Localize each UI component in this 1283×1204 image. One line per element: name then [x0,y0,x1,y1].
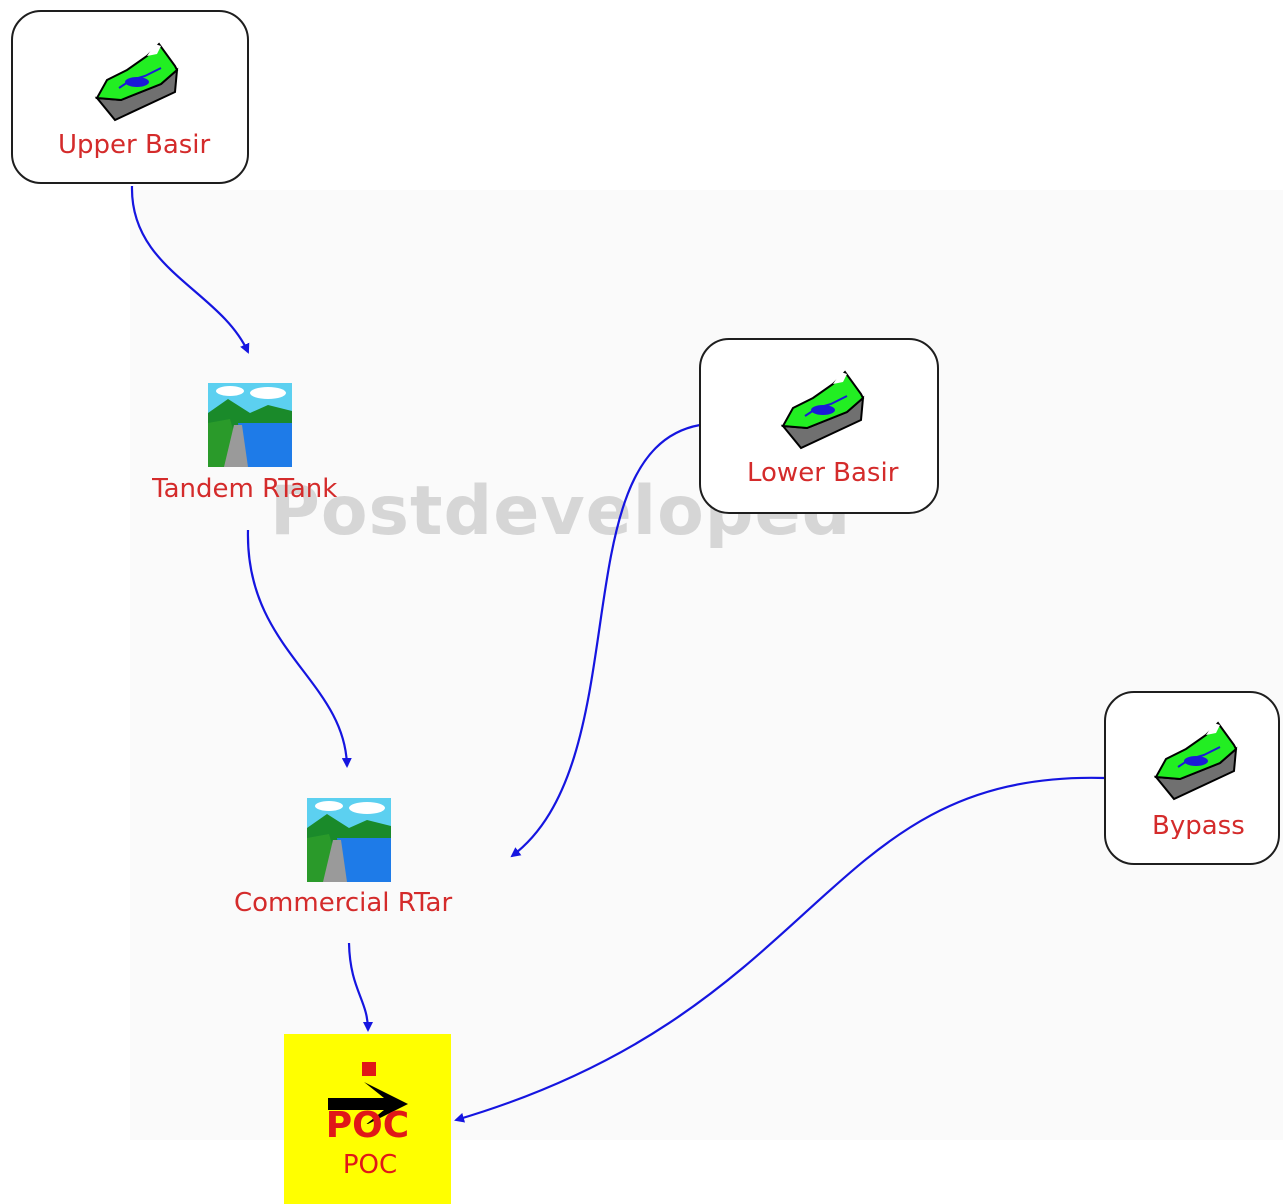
node-bypass[interactable]: Bypass [1104,691,1280,865]
poc-title: POC [325,1105,410,1146]
tank-icon[interactable] [208,383,292,467]
node-upper-basin[interactable]: Upper Basir [11,10,249,184]
tank-label: Commercial RTar [234,890,453,916]
link-tandem-to-commercial[interactable] [246,529,352,768]
link-lower-to-commercial[interactable] [510,423,701,858]
node-label: Bypass [1152,813,1245,839]
tank-label: Tandem RTank [152,476,338,502]
basin-icon [780,370,865,450]
link-bypass-to-poc[interactable] [454,776,1106,1123]
link-upper-to-tandem[interactable] [130,185,250,354]
node-label: Upper Basir [58,132,211,158]
poc-arrow-icon [328,1062,408,1124]
basin-icon [94,42,179,122]
node-poc[interactable]: POC POC [284,1034,451,1204]
node-lower-basin[interactable]: Lower Basir [699,338,939,514]
node-label: Lower Basir [747,460,899,486]
poc-label: POC [342,1150,398,1180]
basin-icon [1153,721,1238,801]
link-commercial-to-poc[interactable] [347,942,373,1032]
tank-icon[interactable] [307,798,391,882]
